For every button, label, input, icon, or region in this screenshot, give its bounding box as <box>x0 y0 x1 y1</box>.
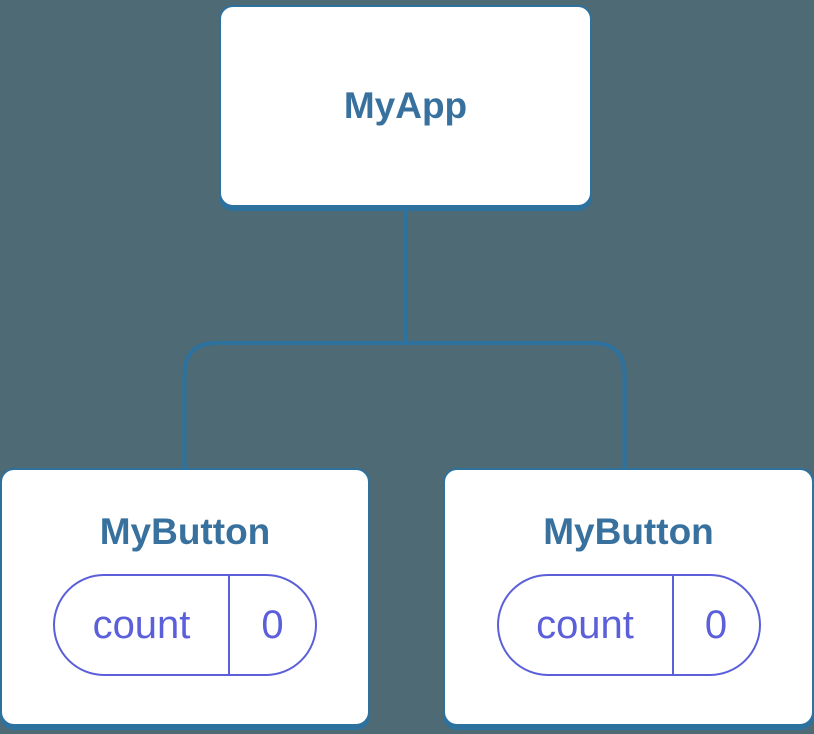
node-myapp: MyApp <box>219 5 592 207</box>
state-pill-2-value-cell: 0 <box>674 576 759 674</box>
node-mybutton-1: MyButton count 0 <box>0 468 370 726</box>
state-pill-1-value-cell: 0 <box>230 576 315 674</box>
node-mybutton-2: MyButton count 0 <box>443 468 814 726</box>
state-pill-2-value: 0 <box>704 602 728 647</box>
state-pill-2-key: count <box>536 602 634 647</box>
node-myapp-label: MyApp <box>343 85 468 126</box>
state-pill-2-key-cell: count <box>499 576 674 674</box>
state-pill-1-key-cell: count <box>55 576 230 674</box>
node-mybutton-2-label: MyButton <box>543 511 714 552</box>
connector-branch <box>182 341 627 470</box>
state-pill-2: count 0 <box>496 574 761 676</box>
state-pill-1-key: count <box>92 602 191 647</box>
state-pill-1: count 0 <box>53 574 317 676</box>
node-mybutton-1-label: MyButton <box>99 511 271 552</box>
state-pill-1-value: 0 <box>261 602 284 647</box>
